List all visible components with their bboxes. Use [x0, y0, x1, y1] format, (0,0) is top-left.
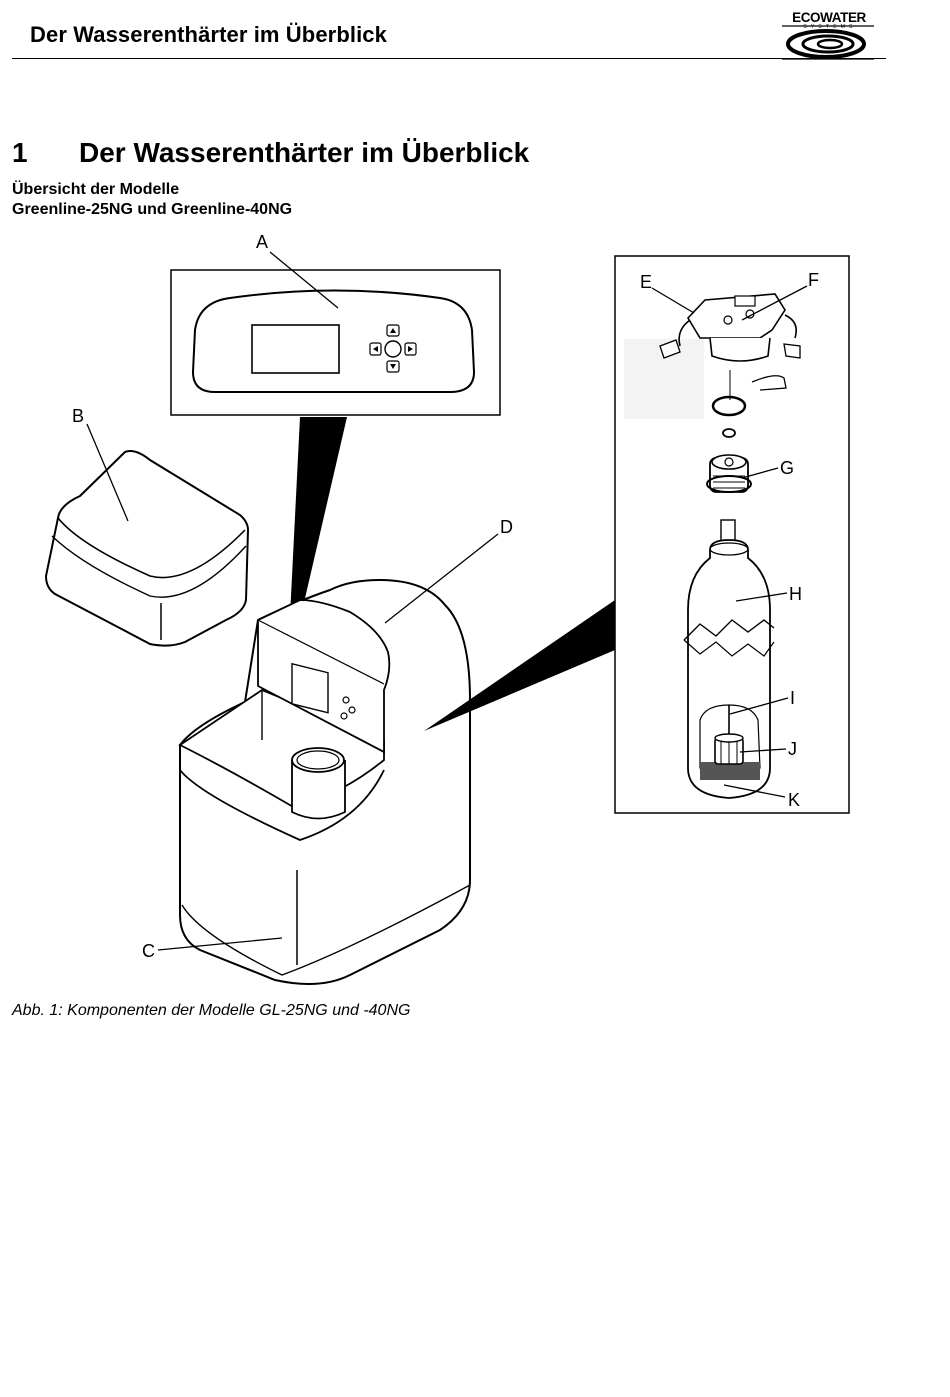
label-d: D	[500, 517, 513, 537]
label-h: H	[789, 584, 802, 604]
label-j: J	[788, 739, 797, 759]
salt-lid	[46, 451, 248, 646]
label-e: E	[640, 272, 652, 292]
label-k: K	[788, 790, 800, 810]
valve-tank-detail	[615, 256, 849, 813]
control-panel-detail	[171, 270, 500, 415]
label-f: F	[808, 270, 819, 290]
label-a: A	[256, 232, 268, 252]
label-g: G	[780, 458, 794, 478]
label-i: I	[790, 688, 795, 708]
softener-cabinet	[180, 580, 470, 984]
label-c: C	[142, 941, 155, 961]
label-b: B	[72, 406, 84, 426]
figure-caption: Abb. 1: Komponenten der Modelle GL-25NG …	[12, 1002, 410, 1020]
